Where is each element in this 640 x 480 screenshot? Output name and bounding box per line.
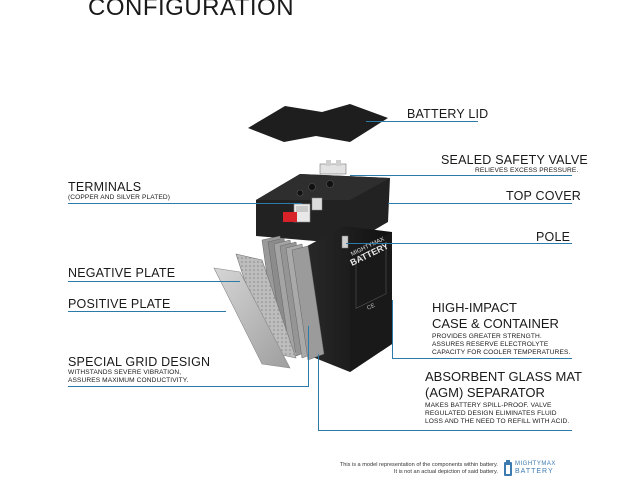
label-high-impact-line1: HIGH-IMPACT	[432, 300, 517, 315]
page-title: CONFIGURATION	[88, 0, 295, 21]
leader-high-impact-v	[392, 300, 393, 358]
leader-high-impact	[392, 358, 572, 359]
brand-logo: MIGHTYMAX BATTERY	[503, 460, 583, 476]
label-special-grid: SPECIAL GRID DESIGN	[68, 355, 211, 369]
leader-special-grid-v	[308, 326, 309, 387]
label-agm-sub3: LOSS AND THE NEED TO REFILL WITH ACID.	[425, 418, 570, 425]
leader-negative-plate	[68, 281, 240, 282]
top-cover-shape	[256, 174, 390, 244]
disclaimer-line1: This is a model representation of the co…	[339, 462, 498, 468]
label-agm-sub2: REGULATED DESIGN ELIMINATES FLUID	[425, 410, 557, 417]
svg-text:CE: CE	[366, 303, 376, 312]
label-special-grid-sub1: WITHSTANDS SEVERE VIBRATION,	[68, 369, 182, 376]
leader-safety-valve	[350, 175, 572, 176]
label-negative-plate: NEGATIVE PLATE	[68, 266, 176, 280]
label-pole: POLE	[536, 230, 571, 244]
battery-logo-icon	[504, 460, 512, 476]
label-terminals-sub: (COPPER AND SILVER PLATED)	[68, 194, 171, 201]
leader-agm	[318, 430, 572, 431]
label-special-grid-sub2: ASSURES MAXIMUM CONDUCTIVITY.	[68, 377, 189, 384]
label-sealed-safety-valve-sub: RELIEVES EXCESS PRESSURE.	[475, 167, 579, 174]
positive-plate-shape	[213, 267, 291, 369]
terminal-shapes	[283, 197, 323, 223]
leader-positive-plate	[68, 311, 226, 312]
battery-lid-shape	[248, 104, 388, 142]
leader-battery-lid	[366, 121, 478, 122]
label-agm-line2: (AGM) SEPARATOR	[425, 385, 545, 400]
disclaimer: This is a model representation of the co…	[322, 462, 498, 476]
label-high-impact-sub3: CAPACITY FOR COOLER TEMPERATURES.	[432, 349, 571, 356]
leader-terminals	[68, 203, 302, 204]
leader-special-grid	[68, 386, 308, 387]
disclaimer-line2: It is not an actual depiction of said ba…	[393, 469, 498, 475]
label-positive-plate: POSITIVE PLATE	[68, 297, 171, 311]
leader-top-cover	[388, 203, 572, 204]
label-sealed-safety-valve: SEALED SAFETY VALVE	[441, 153, 588, 167]
logo-line1: MIGHTYMAX	[515, 461, 556, 467]
case-shape: MIGHTYMAX BATTERY CE	[300, 226, 392, 372]
label-top-cover: TOP COVER	[506, 189, 581, 203]
leader-agm-v	[318, 354, 319, 430]
safety-valve-shape	[319, 160, 347, 175]
label-agm-sub1: MAKES BATTERY SPILL-PROOF. VALVE	[425, 402, 552, 409]
label-agm-line1: ABSORBENT GLASS MAT	[425, 369, 583, 384]
logo-line2: BATTERY	[515, 468, 554, 475]
pole-shape	[341, 235, 349, 249]
label-high-impact-line2: CASE & CONTAINER	[432, 316, 559, 331]
label-battery-lid: BATTERY LID	[407, 107, 489, 121]
label-high-impact-sub1: PROVIDES GREATER STRENGTH.	[432, 333, 542, 340]
leader-pole	[346, 243, 572, 244]
label-terminals: TERMINALS	[68, 180, 142, 194]
label-high-impact-sub2: ASSURES RESERVE ELECTROLYTE	[432, 341, 549, 348]
plate-stack	[261, 235, 325, 361]
